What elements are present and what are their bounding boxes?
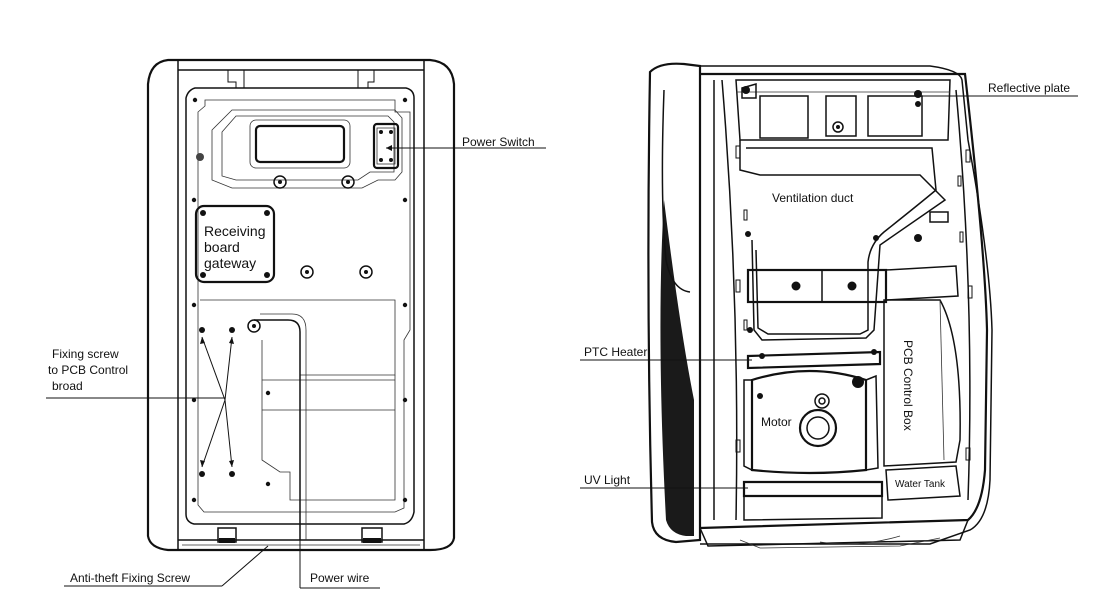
- back-plate: [185, 87, 415, 525]
- ptc-heater: [746, 350, 882, 370]
- ptc-heater-label: PTC Heater: [584, 345, 647, 359]
- pcb-control-box-label: PCB Control Box: [901, 340, 915, 431]
- outer-shell: [647, 62, 702, 544]
- uv-light: [742, 480, 884, 498]
- internal-view: Reflective plate Ventilation duct PCB Co…: [580, 62, 1078, 549]
- reflective-plate-label: Reflective plate: [988, 81, 1070, 95]
- fixing-screw-label-line3: broad: [52, 379, 83, 393]
- receiving-board-gateway: [194, 204, 276, 284]
- edge-screws: [191, 97, 408, 503]
- motor: [743, 369, 879, 475]
- uv-light-label: UV Light: [584, 473, 631, 487]
- water-tank-label: Water Tank: [895, 479, 946, 490]
- round-fasteners: [196, 153, 373, 333]
- power-wire-label: Power wire: [310, 571, 370, 585]
- reflective-plate: [735, 79, 951, 141]
- receiving-label-line2: board: [204, 239, 240, 255]
- ventilation-duct-label: Ventilation duct: [772, 191, 854, 205]
- back-housing-outline: [146, 58, 456, 552]
- side-clips: [735, 145, 973, 461]
- power-switch: [372, 122, 400, 170]
- ventilation-duct: [739, 140, 949, 341]
- cross-bracket: [746, 265, 959, 304]
- water-tank: [885, 465, 961, 501]
- pcb-control-box: [883, 299, 961, 467]
- pcb-fixing-screws: [199, 327, 235, 477]
- receiving-label-line1: Receiving: [204, 223, 265, 239]
- anti-theft-label: Anti-theft Fixing Screw: [70, 571, 190, 585]
- fixing-screw-label-line1: Fixing screw: [52, 347, 119, 361]
- back-panel-view: Power Switch Receiving board gateway: [46, 58, 546, 589]
- receiving-label-line3: gateway: [204, 255, 256, 271]
- power-switch-label: Power Switch: [462, 135, 535, 149]
- fixing-screw-label-line2: to PCB Control: [48, 363, 128, 377]
- motor-label: Motor: [761, 415, 792, 429]
